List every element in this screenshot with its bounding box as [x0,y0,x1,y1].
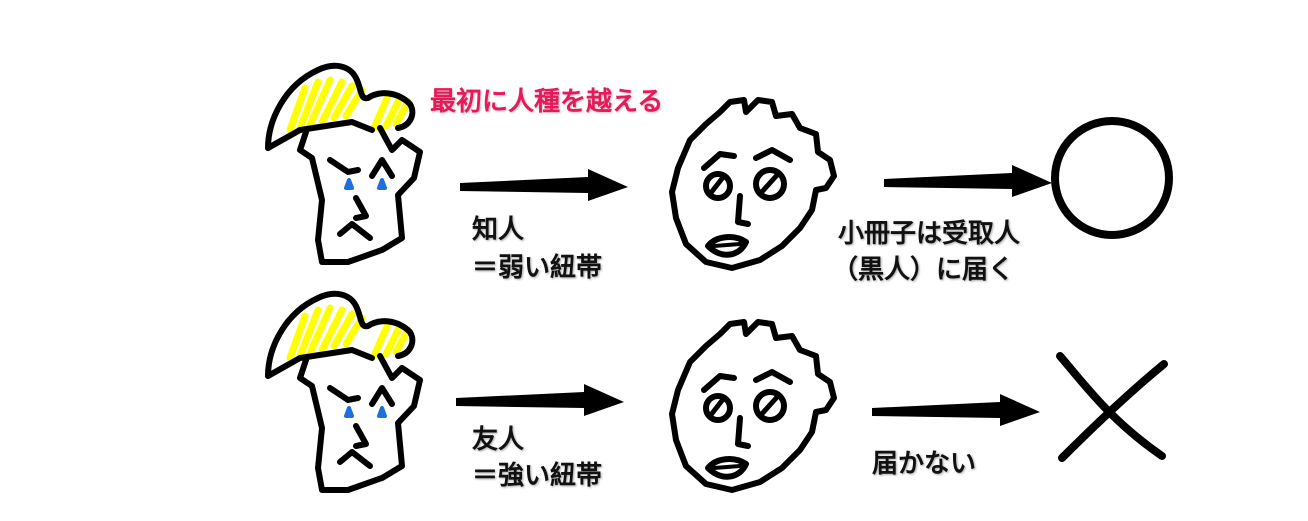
edge-label-line: ＝強い紐帯 [472,461,603,491]
black-person-icon [672,100,834,268]
result-label-not-reached: 届かない [872,449,977,479]
black-person-icon [672,322,834,490]
arrow-icon [872,394,1040,426]
result-label-line: 小冊子は受取人 [838,219,1021,249]
arrow-icon [884,165,1052,197]
edge-label-line: ＝弱い紐帯 [472,253,603,283]
cross-icon [1056,352,1168,462]
white-person-icon [268,66,420,262]
circle-icon [1051,117,1173,239]
arrow-icon [456,384,624,416]
white-person-icon [268,294,420,490]
edge-label-line: 知人 [472,215,525,245]
edge-label-line: 友人 [472,425,525,455]
arrow-icon [460,169,628,201]
result-label-line: （黒人）に届く [832,255,1015,285]
diagram-title: 最初に人種を越える [430,87,664,117]
